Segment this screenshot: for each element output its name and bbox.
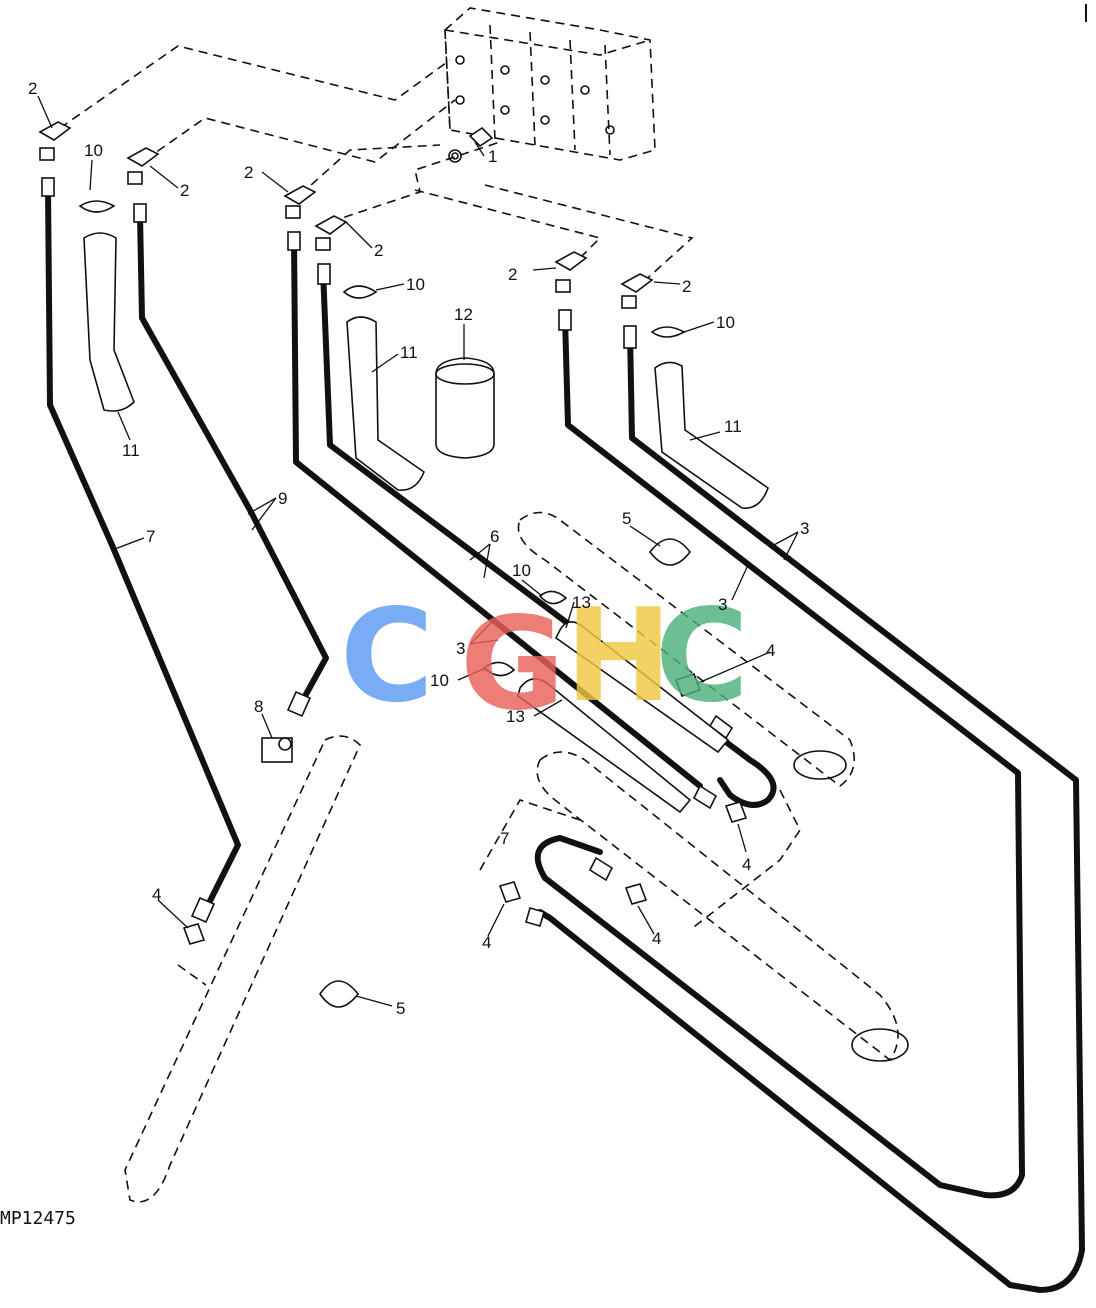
callout-8: 8 [254, 697, 263, 716]
callout-2: 2 [374, 241, 383, 260]
callout-10: 10 [512, 561, 531, 580]
misc-fittings [182, 672, 748, 945]
clamps [78, 200, 692, 1008]
watermark-letter-2: G [460, 590, 565, 739]
callout-11: 11 [724, 417, 742, 436]
sleeves [83, 232, 769, 814]
callout-5: 5 [622, 509, 631, 528]
elbow-fittings [38, 121, 654, 309]
callout-11: 11 [400, 343, 418, 362]
callout-2: 2 [180, 181, 189, 200]
callout-7: 7 [146, 527, 155, 546]
watermark: C G H C [340, 582, 749, 739]
callout-3: 3 [718, 595, 727, 614]
watermark-letter-4: C [655, 582, 749, 731]
callout-7: 7 [500, 829, 509, 848]
callout-12: 12 [454, 305, 473, 324]
callout-2: 2 [682, 277, 691, 296]
callout-2: 2 [508, 265, 517, 284]
callout-13: 13 [572, 593, 591, 612]
callout-3: 3 [456, 639, 465, 658]
callout-3: 3 [800, 519, 809, 538]
callout-2: 2 [244, 163, 253, 182]
callout-1: 1 [488, 147, 497, 166]
callouts: 1 2 2 2 2 2 2 3 3 3 4 4 4 4 4 5 5 6 7 7 … [28, 79, 809, 1018]
callout-4: 4 [482, 933, 491, 952]
callout-13: 13 [506, 707, 525, 726]
callout-11: 11 [122, 441, 140, 460]
callout-10: 10 [406, 275, 425, 294]
leader-lines [37, 95, 799, 1007]
watermark-letter-3: H [565, 582, 672, 731]
watermark-letter-1: C [340, 582, 434, 731]
callout-4: 4 [652, 929, 661, 948]
callout-4: 4 [766, 641, 775, 660]
callout-9: 9 [278, 489, 287, 508]
callout-5: 5 [396, 999, 405, 1018]
callout-6: 6 [490, 527, 499, 546]
hoses [41, 177, 1085, 1293]
routing-lines [59, 45, 694, 286]
filter [435, 357, 495, 459]
callout-4: 4 [742, 855, 751, 874]
callout-10: 10 [716, 313, 735, 332]
callout-10: 10 [84, 141, 103, 160]
control-valve [444, 7, 656, 161]
cylinders [124, 511, 909, 1203]
callout-4: 4 [152, 885, 161, 904]
callout-10: 10 [430, 671, 449, 690]
figure-id: MP12475 [0, 1208, 76, 1229]
callout-2: 2 [28, 79, 37, 98]
